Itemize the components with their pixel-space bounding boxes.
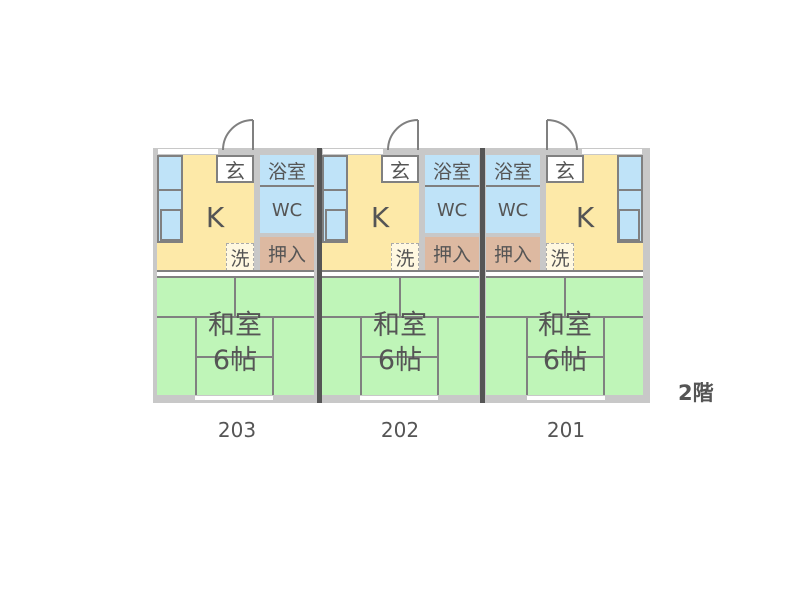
window bbox=[582, 149, 642, 154]
refrigerator-icon bbox=[325, 209, 347, 241]
refrigerator-icon bbox=[160, 209, 182, 241]
refrigerator-icon bbox=[618, 209, 640, 241]
room-size: 6帖 bbox=[212, 344, 258, 376]
bathroom: 浴室 bbox=[425, 155, 479, 187]
window bbox=[527, 396, 605, 400]
washer-space: 洗 bbox=[226, 243, 254, 271]
toilet: WC bbox=[486, 187, 540, 233]
washer-space: 洗 bbox=[546, 243, 574, 271]
room-size: 6帖 bbox=[542, 344, 588, 376]
kitchen-label: K bbox=[370, 201, 390, 234]
window bbox=[323, 149, 383, 154]
closet: 押入 bbox=[486, 237, 540, 270]
party-wall bbox=[317, 148, 322, 403]
entrance: 玄 bbox=[381, 155, 419, 183]
entrance: 玄 bbox=[546, 155, 584, 183]
window bbox=[195, 396, 273, 400]
room-label: 和室 bbox=[538, 309, 592, 341]
unit-number: 203 bbox=[217, 418, 257, 442]
unit-201: K 玄 洗 浴室 WC 押入 和室 6帖 bbox=[484, 115, 650, 405]
window bbox=[360, 396, 438, 400]
bathroom: 浴室 bbox=[486, 155, 540, 187]
unit-203: K 玄 洗 浴室 WC 押入 和室 6帖 bbox=[150, 115, 316, 405]
entrance: 玄 bbox=[216, 155, 254, 183]
toilet: WC bbox=[260, 187, 314, 233]
closet: 押入 bbox=[260, 237, 314, 270]
door-swing-icon bbox=[222, 119, 254, 151]
room-label: 和室 bbox=[373, 309, 427, 341]
room-size: 6帖 bbox=[377, 344, 423, 376]
washer-space: 洗 bbox=[391, 243, 419, 271]
door-swing-icon bbox=[546, 119, 578, 151]
unit-number: 202 bbox=[380, 418, 420, 442]
toilet: WC bbox=[425, 187, 479, 233]
unit-202: K 玄 洗 浴室 WC 押入 和室 6帖 bbox=[315, 115, 481, 405]
party-wall bbox=[480, 148, 485, 403]
room-label: 和室 bbox=[208, 309, 262, 341]
door-swing-icon bbox=[387, 119, 419, 151]
kitchen-label: K bbox=[205, 201, 225, 234]
unit-number: 201 bbox=[546, 418, 586, 442]
closet: 押入 bbox=[425, 237, 479, 270]
kitchen-label: K bbox=[575, 201, 595, 234]
bathroom: 浴室 bbox=[260, 155, 314, 187]
floor-label: 2階 bbox=[678, 381, 714, 405]
window bbox=[158, 149, 218, 154]
